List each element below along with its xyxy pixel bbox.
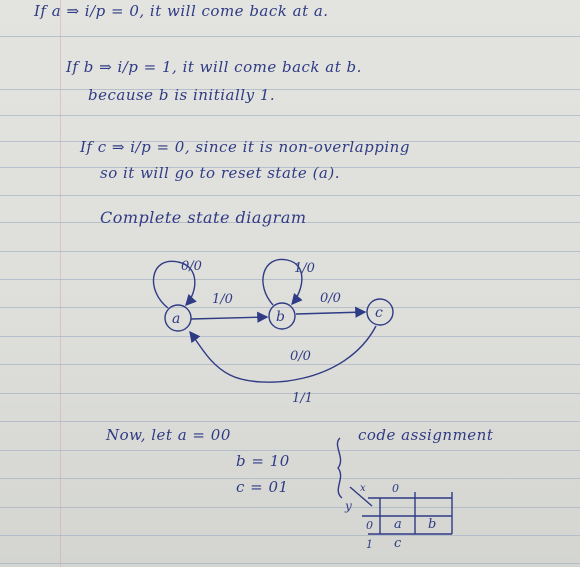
note-line-2: If b ⇒ i/p = 1, it will come back at b. <box>66 58 362 76</box>
note-line-5: so it will go to reset state (a). <box>100 164 340 182</box>
code-now: Now, let a = 00 <box>106 426 231 444</box>
rule-line <box>0 167 580 168</box>
rule-line <box>0 141 580 142</box>
diagram-heading: Complete state diagram <box>100 208 307 227</box>
self-loop-a <box>152 260 197 309</box>
self-loop-a-label: 0/0 <box>181 259 202 274</box>
code-b: b = 10 <box>236 452 290 470</box>
rule-line <box>0 251 580 252</box>
rule-line <box>0 364 580 365</box>
self-loop-b-label: 1/0 <box>294 261 315 276</box>
edge-b-c-label: 0/0 <box>320 291 341 306</box>
rule-line <box>0 393 580 394</box>
rule-line <box>0 535 580 536</box>
edge-c-a-label-0: 0/0 <box>290 349 311 364</box>
kmap-col-header: 0 <box>392 482 399 495</box>
rule-line <box>0 478 580 479</box>
rule-line <box>0 195 580 196</box>
rule-line <box>0 279 580 280</box>
kmap: x y 0 0 1 a b c <box>344 482 453 551</box>
rule-line <box>0 563 580 564</box>
kmap-y-label: y <box>344 499 352 513</box>
kmap-cell-a: a <box>394 517 402 532</box>
rule-line <box>0 115 580 116</box>
note-line-1: If a ⇒ i/p = 0, it will come back at a. <box>34 2 329 20</box>
state-c-label: c <box>375 305 383 321</box>
rule-line <box>0 507 580 508</box>
edge-c-a <box>189 325 377 383</box>
state-a-label: a <box>172 311 180 327</box>
kmap-row-1: 1 <box>366 538 373 551</box>
rule-line <box>0 89 580 90</box>
kmap-cell-b: b <box>428 517 436 532</box>
kmap-row-0: 0 <box>366 519 373 532</box>
kmap-x-label: x <box>360 483 366 494</box>
edge-a-b-label: 1/0 <box>212 292 233 307</box>
edge-c-a-label-1: 1/1 <box>292 391 313 406</box>
state-b-label: b <box>276 309 285 325</box>
note-line-3: because b is initially 1. <box>88 86 276 104</box>
state-c: c <box>366 298 394 326</box>
state-a: a <box>164 304 192 332</box>
rule-line <box>0 450 580 451</box>
rule-line <box>0 222 580 223</box>
code-assignment-label: code assignment <box>358 426 494 444</box>
rule-line <box>0 336 580 337</box>
edge-a-b <box>190 311 269 323</box>
self-loop-b <box>262 258 303 306</box>
rule-line <box>0 307 580 308</box>
kmap-cell-c: c <box>394 536 402 551</box>
rule-line <box>0 36 580 37</box>
note-line-4: If c ⇒ i/p = 0, since it is non-overlapp… <box>80 138 410 156</box>
rule-line <box>0 421 580 422</box>
code-c: c = 01 <box>236 478 289 496</box>
margin-line <box>60 0 61 567</box>
state-b: b <box>268 302 296 330</box>
brace-icon <box>336 437 343 499</box>
edge-b-c <box>295 306 367 318</box>
